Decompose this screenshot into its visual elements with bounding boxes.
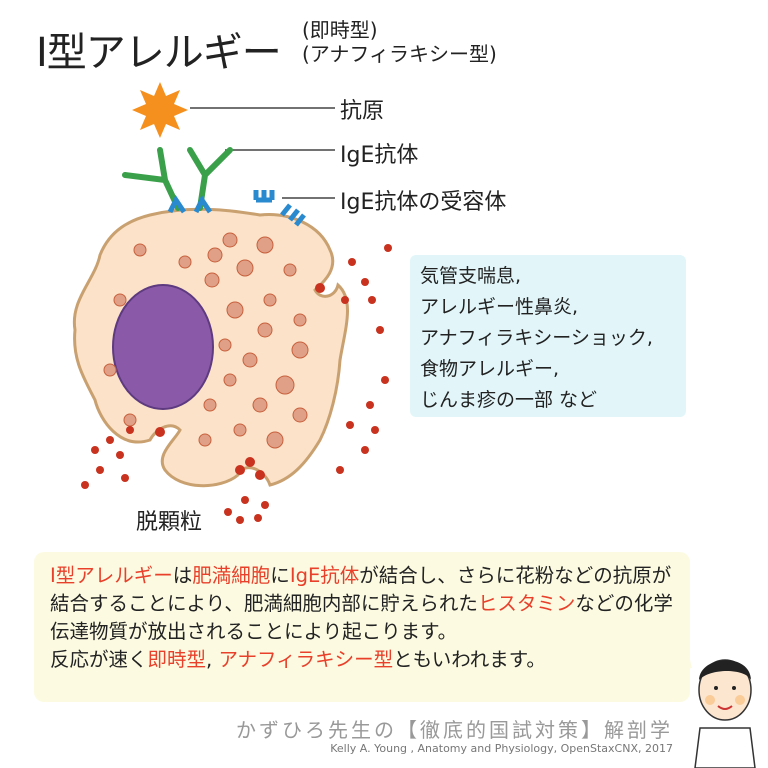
released-granule [255, 470, 265, 480]
released-granule [348, 258, 356, 266]
brand-text: かずひろ先生の【徹底的国試対策】解剖学 [236, 718, 673, 742]
ige-receptor-icon [167, 190, 306, 227]
term: IgE抗体 [289, 564, 360, 587]
label-ige-receptor: IgE抗体の受容体 [340, 190, 507, 215]
examples-box: 気管支喘息, アレルギー性鼻炎, アナフィラキシーショック, 食物アレルギー, … [410, 255, 686, 417]
granule [223, 373, 237, 387]
term: ヒスタミン [477, 592, 576, 615]
label-degranulation: 脱顆粒 [136, 510, 203, 535]
granule [226, 301, 244, 319]
released-granule [106, 436, 114, 444]
granule [133, 243, 147, 257]
granule [256, 236, 274, 254]
granule [257, 322, 273, 338]
term: I型アレルギー [50, 564, 173, 587]
description-box: I型アレルギーは肥満細胞にIgE抗体が結合し、さらに花粉などの抗原が結合すること… [34, 552, 690, 702]
released-granule [371, 426, 379, 434]
example-item: 気管支喘息, [420, 265, 522, 287]
released-granule [346, 421, 354, 429]
text: 反応が速く [50, 648, 148, 671]
granule [198, 433, 212, 447]
text: が結合し、さらに花粉などの抗原が結合することにより、肥満細胞内部に貯えられた [50, 564, 672, 615]
nucleus [112, 284, 214, 410]
released-granule [126, 426, 134, 434]
term: 肥満細胞 [192, 564, 271, 587]
released-granule [235, 465, 245, 475]
example-item: アレルギー性鼻炎, [420, 296, 579, 318]
subtitle-line: (アナフィラキシー型) [302, 42, 497, 66]
released-granule [361, 278, 369, 286]
text: などの化学伝達物質が放出されることにより起こります。 [50, 592, 673, 643]
text: に [270, 564, 290, 587]
released-granule [336, 466, 344, 474]
granule [218, 338, 232, 352]
released-granule [376, 326, 384, 334]
text: , [206, 648, 219, 671]
example-item: じんま疹の一部 など [420, 389, 598, 411]
granules [81, 232, 392, 524]
granule [123, 413, 137, 427]
example-item: アナフィラキシーショック, [420, 327, 653, 349]
released-granule [361, 446, 369, 454]
antigen-icon [132, 82, 188, 138]
granule [207, 247, 223, 263]
text: は [172, 564, 193, 587]
label-antigen: 抗原 [340, 99, 385, 124]
released-granule [315, 283, 325, 293]
granule [291, 341, 309, 359]
released-granule [254, 514, 262, 522]
granule [236, 259, 254, 277]
released-granule [96, 466, 104, 474]
granule [113, 293, 127, 307]
granule [222, 232, 238, 248]
granule [283, 263, 297, 277]
subtitle: (即時型) (アナフィラキシー型) [302, 18, 497, 66]
released-granule [224, 508, 232, 516]
granule [266, 431, 284, 449]
label-ige-antibody: IgE抗体 [340, 143, 419, 168]
released-granule [341, 296, 349, 304]
released-granule [236, 516, 244, 524]
granule [292, 407, 308, 423]
released-granule [366, 401, 374, 409]
granule [204, 272, 220, 288]
term: アナフィラキシー型 [218, 648, 394, 671]
granule [103, 363, 117, 377]
granule [275, 375, 295, 395]
released-granule [91, 446, 99, 454]
granule [233, 423, 247, 437]
text: ともいわれます。 [393, 648, 546, 671]
released-granule [121, 474, 129, 482]
granule [203, 398, 217, 412]
released-granule [381, 376, 389, 384]
released-granule [116, 451, 124, 459]
credit-text: Kelly A. Young , Anatomy and Physiology,… [330, 742, 673, 755]
example-item: 食物アレルギー, [420, 358, 560, 380]
granule [242, 352, 258, 368]
granule [178, 255, 192, 269]
page-title: I型アレルギー [36, 30, 282, 76]
released-granule [81, 481, 89, 489]
released-granule [384, 244, 392, 252]
released-granule [368, 296, 376, 304]
teacher-avatar [680, 659, 756, 768]
granule [252, 397, 268, 413]
released-granule [261, 501, 269, 509]
subtitle-line: (即時型) [302, 18, 378, 42]
released-granule [245, 457, 255, 467]
term: 即時型 [147, 648, 207, 671]
released-granule [155, 427, 165, 437]
released-granule [241, 496, 249, 504]
granule [263, 293, 277, 307]
granule [293, 313, 307, 327]
